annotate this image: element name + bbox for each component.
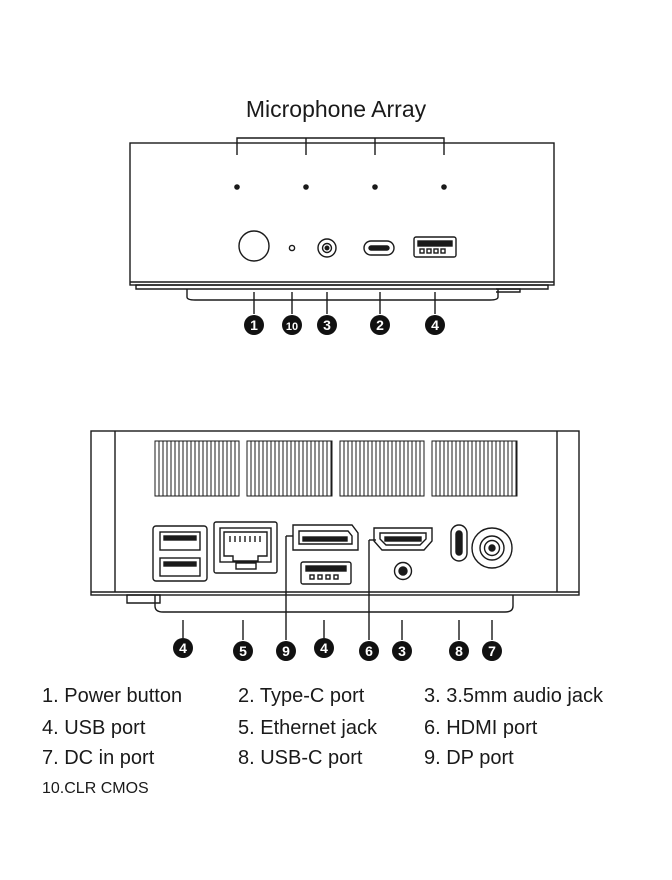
- legend-item-3: 3. 3.5mm audio jack: [424, 685, 603, 707]
- legend-item-7: 7. DC in port: [42, 747, 155, 769]
- callout-marker: [233, 641, 253, 661]
- legend-item-10: 10.CLR CMOS: [42, 780, 149, 797]
- vent-grille: [154, 440, 240, 497]
- back-callouts: 4 5 9 4 6 3 8 7: [173, 638, 502, 661]
- microphone-holes: [234, 184, 447, 190]
- usb-port-icon-back: [300, 561, 352, 585]
- back-leaders: [182, 535, 493, 640]
- vent-grille: [246, 440, 333, 497]
- usb-port-icon-back-dual: [152, 525, 208, 582]
- callout-marker: [370, 315, 390, 335]
- vent-grilles: [154, 440, 518, 497]
- back-body: [90, 430, 580, 596]
- callout-number: 4: [179, 640, 187, 656]
- callout-number: 5: [239, 643, 247, 659]
- vent-grille: [339, 440, 425, 497]
- audio-jack-icon-back: [393, 561, 413, 581]
- usb-c-port-icon: [450, 524, 468, 562]
- back-base: [154, 595, 514, 613]
- power-button-icon: [238, 230, 270, 262]
- front-leaders: [253, 292, 436, 314]
- dc-in-port-icon: [471, 527, 513, 569]
- callout-marker: [449, 641, 469, 661]
- ethernet-jack-icon: [213, 521, 278, 574]
- callout-marker: [359, 641, 379, 661]
- type-c-port-icon: [363, 240, 395, 256]
- callout-marker: [276, 641, 296, 661]
- front-view: [129, 137, 555, 314]
- legend-item-9: 9. DP port: [424, 747, 514, 769]
- front-base: [186, 289, 499, 301]
- vent-grille: [431, 440, 518, 497]
- microphone-array-label: Microphone Array: [245, 96, 427, 122]
- hdmi-port-icon: [373, 527, 433, 551]
- usb-port-icon-front: [413, 236, 457, 258]
- microphone-bracket: [236, 137, 445, 155]
- callout-number: 2: [376, 317, 384, 333]
- front-body: [129, 142, 555, 286]
- clr-cmos-icon: [288, 244, 296, 252]
- back-view: [90, 430, 580, 640]
- callout-number: 3: [323, 317, 331, 333]
- callout-number: 8: [455, 643, 463, 659]
- callout-number: 1: [250, 317, 258, 333]
- callout-marker: [314, 638, 334, 658]
- callout-number: 7: [488, 643, 496, 659]
- legend-item-6: 6. HDMI port: [424, 717, 538, 739]
- callout-number: 3: [398, 643, 406, 659]
- dp-port-icon: [292, 524, 359, 551]
- legend-item-2: 2. Type-C port: [238, 685, 365, 707]
- legend-item-1: 1. Power button: [42, 685, 183, 707]
- callout-number: 9: [282, 643, 290, 659]
- callout-marker: [173, 638, 193, 658]
- legend-item-8: 8. USB-C port: [238, 747, 363, 769]
- callout-marker: [425, 315, 445, 335]
- callout-marker: [392, 641, 412, 661]
- callout-number: 4: [320, 640, 328, 656]
- callout-marker: [482, 641, 502, 661]
- callout-number: 10: [286, 321, 298, 333]
- front-callouts: 1 10 3 2 4: [244, 315, 445, 335]
- callout-marker: [244, 315, 264, 335]
- callout-number: 6: [365, 643, 373, 659]
- legend-item-5: 5. Ethernet jack: [238, 717, 377, 739]
- audio-jack-icon-front: [317, 238, 337, 258]
- callout-marker: [282, 315, 302, 335]
- callout-number: 4: [431, 317, 439, 333]
- callout-marker: [317, 315, 337, 335]
- legend-item-4: 4. USB port: [42, 717, 146, 739]
